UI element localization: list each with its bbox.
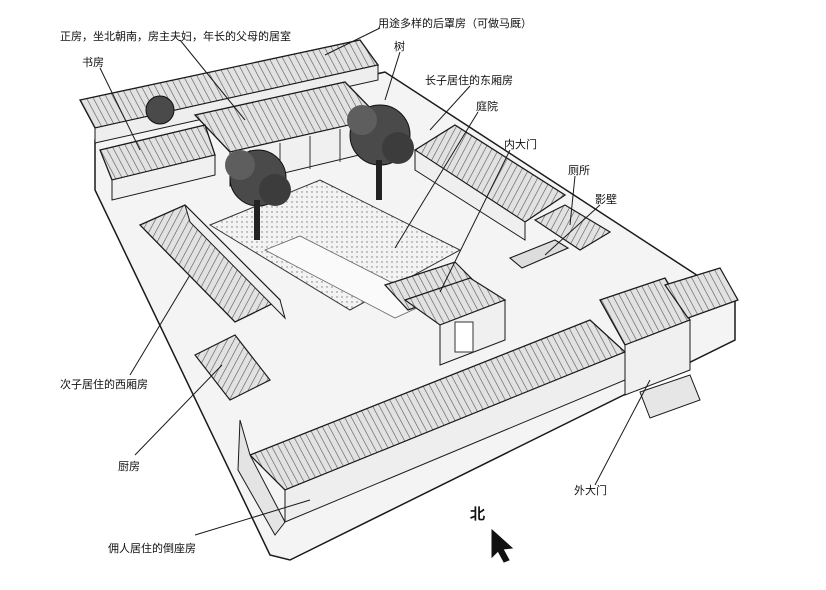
label-toilet: 厕所	[568, 164, 590, 177]
label-courtyard: 庭院	[476, 99, 498, 113]
label-screen-wall: 影壁	[595, 192, 617, 206]
west-wing-building	[138, 204, 286, 323]
label-rear-row: 用途多样的后罩房（可做马厩）	[378, 16, 532, 30]
arrow-cursor-icon	[491, 528, 514, 563]
tree-north	[145, 95, 175, 125]
label-east-wing: 长子居住的东厢房	[425, 73, 513, 87]
toilet-building	[533, 204, 612, 251]
tree-west	[225, 149, 291, 240]
label-servants: 佣人居住的倒座房	[108, 541, 196, 555]
label-study: 书房	[82, 56, 104, 69]
label-kitchen: 厨房	[118, 460, 140, 473]
servants-quarters-building	[237, 319, 627, 536]
label-outer-gate: 外大门	[574, 483, 607, 497]
inner-gate-building	[383, 261, 507, 366]
label-main-hall: 正房，坐北朝南，房主夫妇，年长的父母的居室	[60, 29, 291, 43]
outer-gate-building	[599, 267, 739, 419]
label-inner-gate: 内大门	[504, 137, 537, 151]
label-tree: 树	[394, 39, 405, 53]
tree-east	[347, 104, 414, 200]
east-wing-building	[413, 124, 567, 241]
kitchen-building	[194, 334, 271, 401]
study-building	[99, 124, 216, 201]
label-west-wing: 次子居住的西厢房	[60, 377, 148, 391]
north-label: 北	[470, 505, 485, 523]
leader-lines	[99, 27, 651, 536]
